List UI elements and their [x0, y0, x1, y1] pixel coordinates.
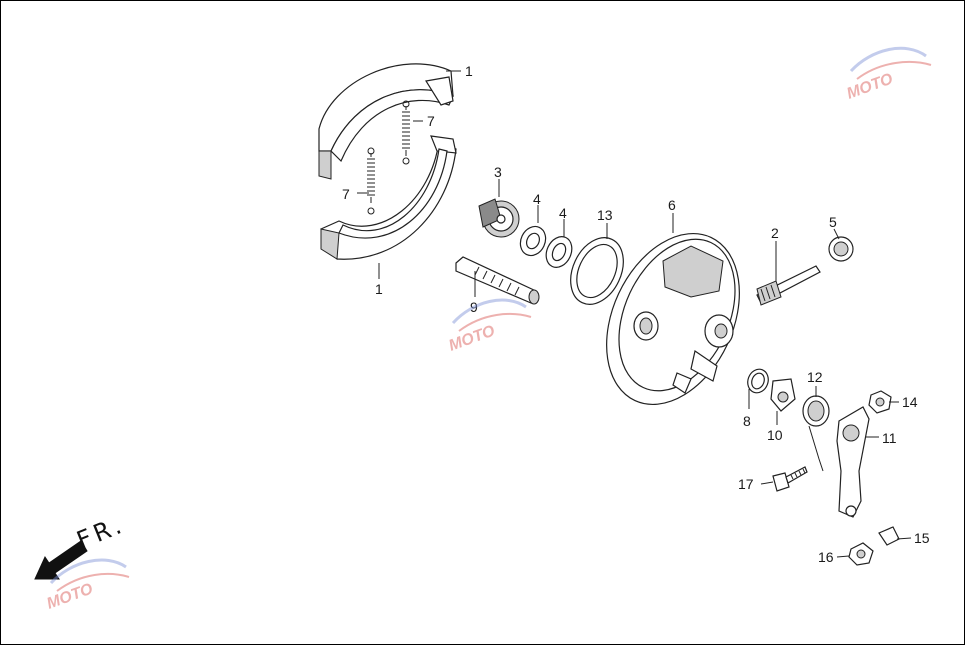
label-12: 12: [807, 369, 823, 385]
seal-ring: [570, 237, 624, 305]
watermark-logo-top-right: MOTO: [845, 46, 932, 103]
watermark-text-bottom-left: MOTO: [45, 580, 96, 612]
label-6: 6: [668, 197, 676, 213]
oil-seal: [828, 236, 854, 262]
nut-16: [848, 542, 874, 566]
label-14: 14: [902, 394, 918, 410]
brake-shoe-top: [318, 63, 454, 180]
cam-gear: [478, 198, 520, 238]
watermark-text-center: MOTO: [447, 322, 498, 354]
cam-shaft: [455, 256, 540, 305]
label-11: 11: [882, 430, 897, 446]
label-5: 5: [829, 214, 837, 230]
worm-shaft: [756, 265, 821, 306]
label-4-a: 4: [533, 191, 541, 207]
label-1-top: 1: [465, 63, 473, 79]
label-7-top: 7: [427, 113, 435, 129]
label-10: 10: [767, 427, 783, 443]
watermark-logo-center: MOTO: [447, 298, 532, 355]
washer-b: [545, 236, 573, 268]
front-direction-arrow: FR.: [34, 510, 129, 580]
part-labels: 1 1 2 3 4 4 5 6 7 7 8 9 10 11 12 13 14 1…: [342, 63, 930, 565]
label-16: 16: [818, 549, 834, 565]
indicator-ring: [747, 368, 769, 394]
joint-15: [878, 526, 900, 546]
brake-arm: [836, 406, 870, 518]
nut-14: [868, 390, 892, 414]
label-3: 3: [494, 164, 502, 180]
brake-panel: [606, 232, 740, 406]
label-9: 9: [470, 299, 478, 315]
spring-top: [402, 100, 410, 165]
watermark-text-top-right: MOTO: [845, 70, 896, 102]
indicator-plate: [770, 378, 796, 412]
brake-shoe-bottom: [320, 135, 457, 260]
bolt-17: [772, 466, 808, 492]
label-17: 17: [738, 476, 754, 492]
label-15: 15: [914, 530, 930, 546]
label-4-b: 4: [559, 205, 567, 221]
label-7-left: 7: [342, 186, 350, 202]
label-1-bottom: 1: [375, 281, 383, 297]
washer-a: [519, 225, 547, 257]
label-2: 2: [771, 225, 779, 241]
return-spring: [802, 395, 830, 472]
label-13: 13: [597, 207, 613, 223]
leader-lines: [357, 70, 912, 558]
spring-left: [367, 147, 375, 215]
front-label: FR.: [73, 510, 129, 554]
label-8: 8: [743, 413, 751, 429]
